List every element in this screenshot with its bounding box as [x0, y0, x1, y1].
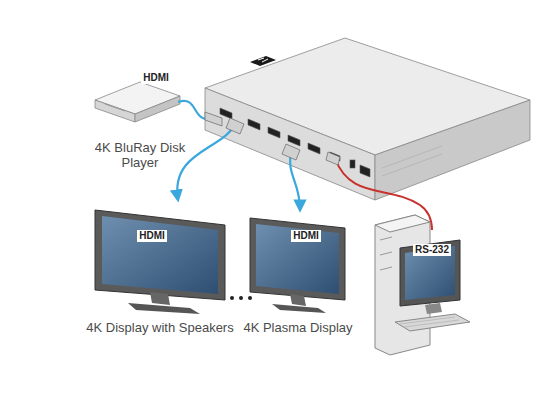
device-caption: 4K Plasma Display: [238, 320, 358, 335]
signal-label: HDMI: [291, 230, 321, 242]
hdmi-cable: [177, 101, 300, 210]
display-plasma: [250, 218, 345, 313]
ellipsis-dots: [230, 296, 252, 300]
splitter-box: [205, 38, 530, 200]
signal-label: HDMI: [141, 72, 171, 84]
display-left: [95, 210, 225, 314]
signal-label: RS-232: [413, 244, 451, 256]
device-caption: 4K BluRay Disk Player: [75, 140, 205, 170]
caption-text: 4K BluRay Disk Player: [75, 140, 205, 170]
hdmi-plug: [205, 112, 300, 160]
computer: [375, 215, 470, 355]
device-caption: 4K Display with Speakers: [85, 320, 235, 335]
caption-text: 4K Plasma Display: [238, 320, 358, 335]
signal-label: HDMI: [137, 230, 167, 242]
bluray-player: [95, 82, 180, 122]
caption-text: 4K Display with Speakers: [85, 320, 235, 335]
